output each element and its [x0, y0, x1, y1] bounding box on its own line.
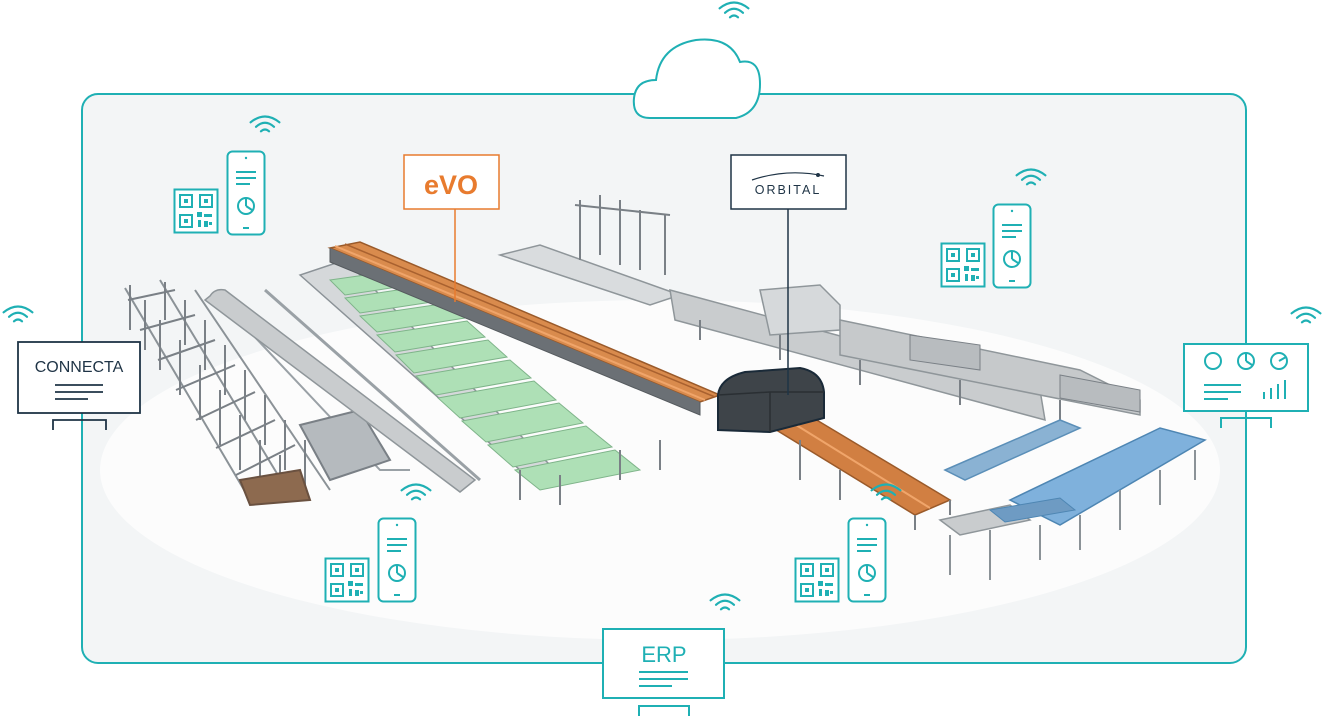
- incline-conveyor: [203, 288, 481, 493]
- rack-structure-machine: [124, 279, 410, 507]
- mobile-phone-icon: [992, 203, 1032, 289]
- orbital-label-box: [730, 154, 847, 210]
- cloud-icon: [632, 38, 762, 119]
- mobile-phone-icon: [377, 517, 417, 603]
- packing-line-machine: [497, 195, 1141, 430]
- mobile-phone-icon: [847, 517, 887, 603]
- mobile-phone-icon: [226, 150, 266, 236]
- qr-code-icon: [324, 557, 370, 603]
- blue-belt-conveyor-machine: [938, 419, 1207, 580]
- evo-label-text: eVO: [424, 170, 478, 200]
- qr-code-icon: [940, 242, 986, 288]
- wifi-icon: [2, 305, 34, 323]
- qr-code-icon: [794, 557, 840, 603]
- evo-conveyor-machine: [327, 241, 952, 530]
- connecta-monitor: CONNECTA: [17, 341, 141, 430]
- orbital-label-text: ORBITAL: [755, 183, 822, 197]
- connecta-label-text: CONNECTA: [35, 359, 124, 376]
- wifi-icon: [1290, 306, 1322, 324]
- wifi-icon: [718, 1, 750, 19]
- sorting-table-machine: [298, 259, 661, 505]
- orbital-tunnel-machine: [717, 366, 825, 434]
- evo-label-box: [403, 154, 500, 210]
- qr-code-icon: [173, 188, 219, 234]
- erp-label-text: ERP: [641, 642, 686, 667]
- erp-monitor: ERP: [602, 628, 725, 716]
- dashboard-icon: [1183, 343, 1309, 428]
